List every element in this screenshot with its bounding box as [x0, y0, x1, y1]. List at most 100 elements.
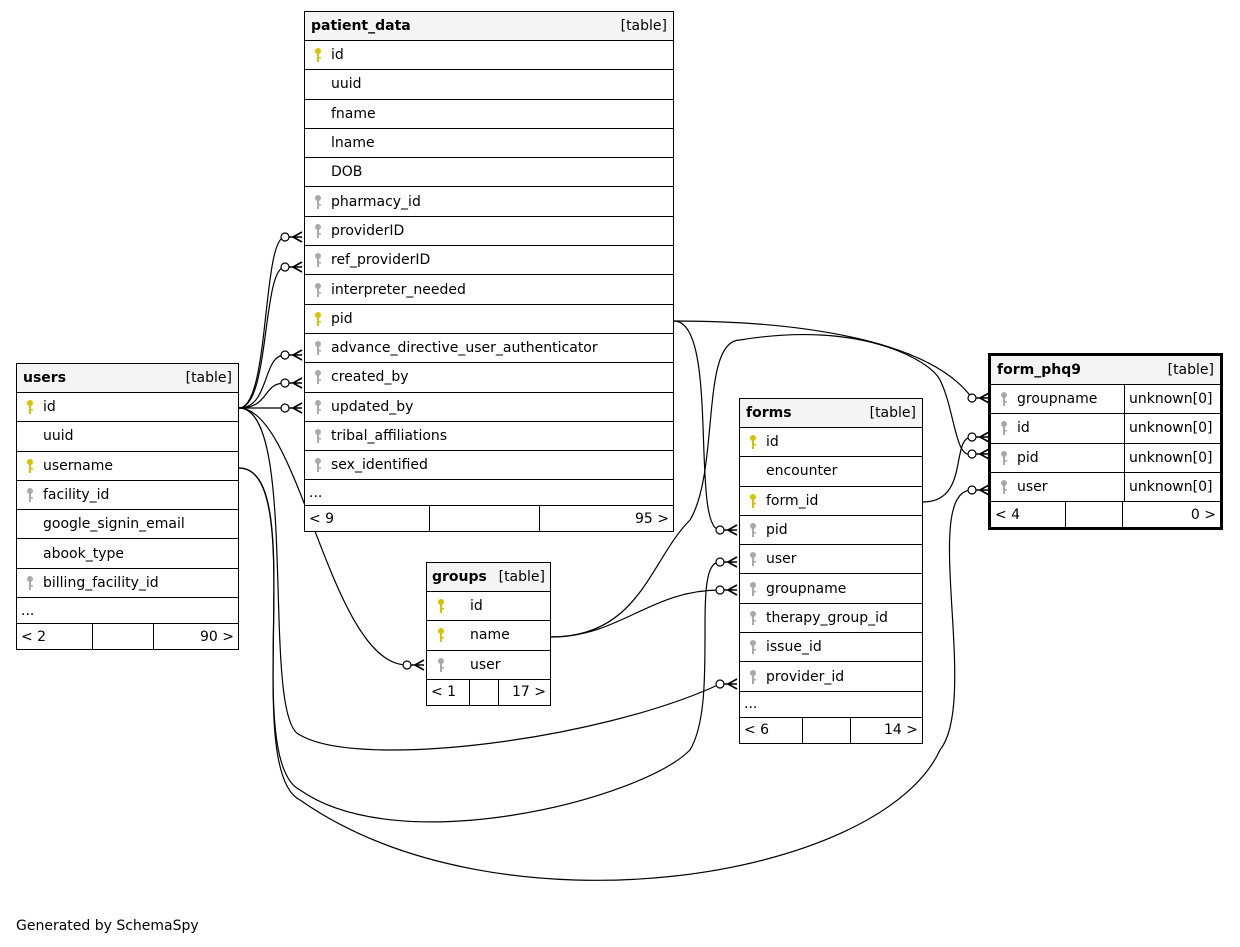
- relationship-line: [238, 382, 286, 409]
- column-row[interactable]: pharmacy_id: [305, 187, 673, 217]
- column-row[interactable]: provider_id: [740, 662, 922, 692]
- column-row[interactable]: updated_by: [305, 393, 673, 422]
- column-row[interactable]: id: [427, 592, 550, 622]
- column-name: id: [766, 434, 779, 451]
- column-name: id: [331, 47, 344, 64]
- column-row[interactable]: issue_id: [740, 633, 922, 663]
- relationship-line: [673, 320, 721, 531]
- table-kind: [table]: [1167, 362, 1214, 378]
- child-count[interactable]: 0 >: [1190, 506, 1216, 523]
- column-row[interactable]: id: [740, 428, 922, 458]
- crows-foot-marker: [976, 392, 990, 404]
- crows-foot-marker: [289, 231, 303, 243]
- optional-marker: [280, 262, 290, 272]
- parent-count[interactable]: < 6: [740, 717, 803, 743]
- foreign-key-icon: [305, 428, 331, 444]
- parent-count[interactable]: < 4: [991, 502, 1066, 528]
- column-name: pharmacy_id: [331, 193, 421, 210]
- optional-marker: [280, 378, 290, 388]
- column-name: billing_facility_id: [43, 574, 159, 591]
- column-row[interactable]: user: [740, 545, 922, 575]
- column-row[interactable]: ref_providerID: [305, 246, 673, 276]
- column-row[interactable]: google_signin_email: [17, 510, 238, 540]
- optional-marker: [280, 403, 290, 413]
- column-row[interactable]: interpreter_needed: [305, 275, 673, 305]
- column-row[interactable]: id: [305, 41, 673, 71]
- column-type: unknown[0]: [1124, 385, 1220, 414]
- column-row[interactable]: encounter: [740, 457, 922, 487]
- crows-foot-marker: [289, 349, 303, 361]
- column-row[interactable]: groupname: [740, 574, 922, 604]
- column-row[interactable]: DOB: [305, 158, 673, 188]
- column-row[interactable]: created_by: [305, 363, 673, 393]
- column-row[interactable]: name: [427, 621, 550, 651]
- column-row[interactable]: username: [17, 452, 238, 481]
- column-row[interactable]: id: [17, 393, 238, 423]
- crows-foot-marker: [724, 524, 738, 536]
- table-name: patient_data: [311, 18, 411, 34]
- column-row[interactable]: therapy_group_id: [740, 604, 922, 634]
- column-row[interactable]: facility_id: [17, 481, 238, 511]
- foreign-key-icon: [305, 399, 331, 415]
- child-count[interactable]: 14 >: [884, 722, 918, 739]
- more-columns[interactable]: ...: [740, 692, 922, 718]
- parent-count[interactable]: < 2: [17, 624, 93, 650]
- foreign-key-icon: [305, 457, 331, 473]
- column-row[interactable]: pid: [740, 516, 922, 546]
- foreign-key-icon: [991, 479, 1017, 495]
- column-row[interactable]: uuid: [17, 422, 238, 452]
- footer-spacer: [803, 717, 851, 743]
- column-name: sex_identified: [331, 457, 428, 474]
- column-name: lname: [331, 135, 375, 152]
- column-row[interactable]: tribal_affiliations: [305, 422, 673, 452]
- column-row[interactable]: fname: [305, 100, 673, 129]
- column-name: updated_by: [331, 398, 414, 415]
- crows-foot-marker: [289, 261, 303, 273]
- more-columns[interactable]: ...: [17, 598, 238, 625]
- column-row[interactable]: lname: [305, 129, 673, 159]
- column-row[interactable]: advance_directive_user_authenticator: [305, 334, 673, 364]
- optional-marker: [715, 525, 725, 535]
- column-row[interactable]: sex_identified: [305, 451, 673, 481]
- more-columns[interactable]: ...: [305, 480, 673, 507]
- column-row[interactable]: pid: [305, 305, 673, 334]
- column-name: user: [470, 656, 501, 673]
- foreign-key-icon: [305, 223, 331, 239]
- foreign-key-icon: [305, 369, 331, 385]
- table-kind: [table]: [869, 405, 916, 421]
- child-count[interactable]: 95 >: [635, 510, 669, 527]
- column-row[interactable]: form_id: [740, 487, 922, 516]
- column-row[interactable]: providerID: [305, 217, 673, 247]
- column-row[interactable]: user: [427, 651, 550, 680]
- column-row[interactable]: uuid: [305, 70, 673, 100]
- relationship-line: [238, 266, 286, 409]
- relationship-line: [238, 407, 408, 666]
- column-name: abook_type: [43, 545, 124, 562]
- primary-key-icon: [427, 627, 455, 643]
- child-count[interactable]: 17 >: [512, 684, 546, 701]
- parent-count[interactable]: < 9: [305, 506, 430, 532]
- relationship-line: [922, 436, 973, 503]
- column-row[interactable]: abook_type: [17, 539, 238, 569]
- column-row[interactable]: billing_facility_id: [17, 569, 238, 599]
- generated-by-caption: Generated by SchemaSpy: [16, 918, 199, 934]
- column-name: pid: [1017, 449, 1039, 466]
- column-name: id: [43, 399, 56, 416]
- table-footer: < 2 90 >: [17, 624, 238, 650]
- table-name: groups: [432, 569, 487, 585]
- parent-count[interactable]: < 1: [427, 679, 470, 705]
- foreign-key-icon: [740, 522, 766, 538]
- foreign-key-icon: [305, 340, 331, 356]
- child-count[interactable]: 90 >: [200, 628, 234, 645]
